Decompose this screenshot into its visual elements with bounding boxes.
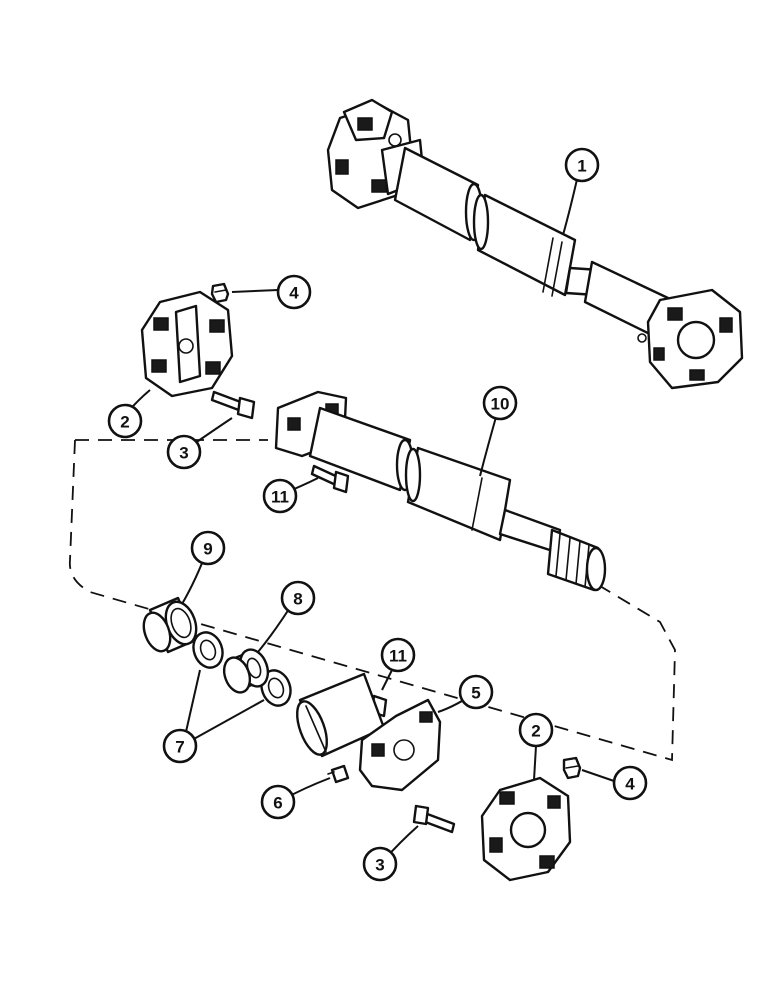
callout-2-lower-label: 2 xyxy=(531,722,540,741)
callout-8-label: 8 xyxy=(293,590,302,609)
bolt-11-upper xyxy=(310,464,350,494)
callout-11-lower-label: 11 xyxy=(389,647,407,666)
callout-7: 7 xyxy=(162,728,198,764)
callout-2-lower: 2 xyxy=(518,712,554,748)
callout-9: 9 xyxy=(190,530,226,566)
callout-2-upper-label: 2 xyxy=(120,413,129,432)
callout-10-label: 10 xyxy=(491,395,510,414)
callout-5-label: 5 xyxy=(471,684,480,703)
callout-6-label: 6 xyxy=(273,794,282,813)
callout-3-upper: 3 xyxy=(166,434,202,470)
callout-1-label: 1 xyxy=(577,157,586,176)
fitting-6 xyxy=(327,764,350,784)
bolt-lower xyxy=(412,804,456,834)
callout-10: 10 xyxy=(482,385,518,421)
upper-drive-shaft xyxy=(326,98,744,390)
callout-6: 6 xyxy=(260,784,296,820)
flexible-coupling-lower xyxy=(480,776,572,882)
bolt-upper xyxy=(210,390,256,420)
seal-ring xyxy=(222,648,270,694)
washer-lower xyxy=(260,669,292,707)
callout-9-label: 9 xyxy=(203,540,212,559)
callout-8: 8 xyxy=(280,580,316,616)
washer-upper xyxy=(192,631,224,669)
callout-4-lower-label: 4 xyxy=(625,775,635,794)
slip-yoke xyxy=(296,672,442,792)
flexible-coupling-upper xyxy=(140,290,234,398)
grease-fitting-upper xyxy=(210,282,230,304)
subassembly-dashed-outline xyxy=(68,439,676,762)
callout-11-lower: 11 xyxy=(380,637,416,673)
callout-11-upper: 11 xyxy=(262,478,298,514)
callout-3-upper-label: 3 xyxy=(179,444,188,463)
callout-5: 5 xyxy=(458,674,494,710)
callout-3-lower: 3 xyxy=(362,846,398,882)
callout-7-label: 7 xyxy=(175,738,184,757)
callout-4-upper: 4 xyxy=(276,274,312,310)
callout-11-upper-label: 11 xyxy=(271,488,289,507)
callout-4-upper-label: 4 xyxy=(289,284,299,303)
splined-shaft xyxy=(274,390,607,592)
callout-3-lower-label: 3 xyxy=(375,856,384,875)
grease-fitting-lower xyxy=(562,756,582,780)
callout-4-lower: 4 xyxy=(612,765,648,801)
bearing-cup xyxy=(142,596,198,654)
callout-1: 1 xyxy=(564,147,600,183)
callout-2-upper: 2 xyxy=(107,403,143,439)
